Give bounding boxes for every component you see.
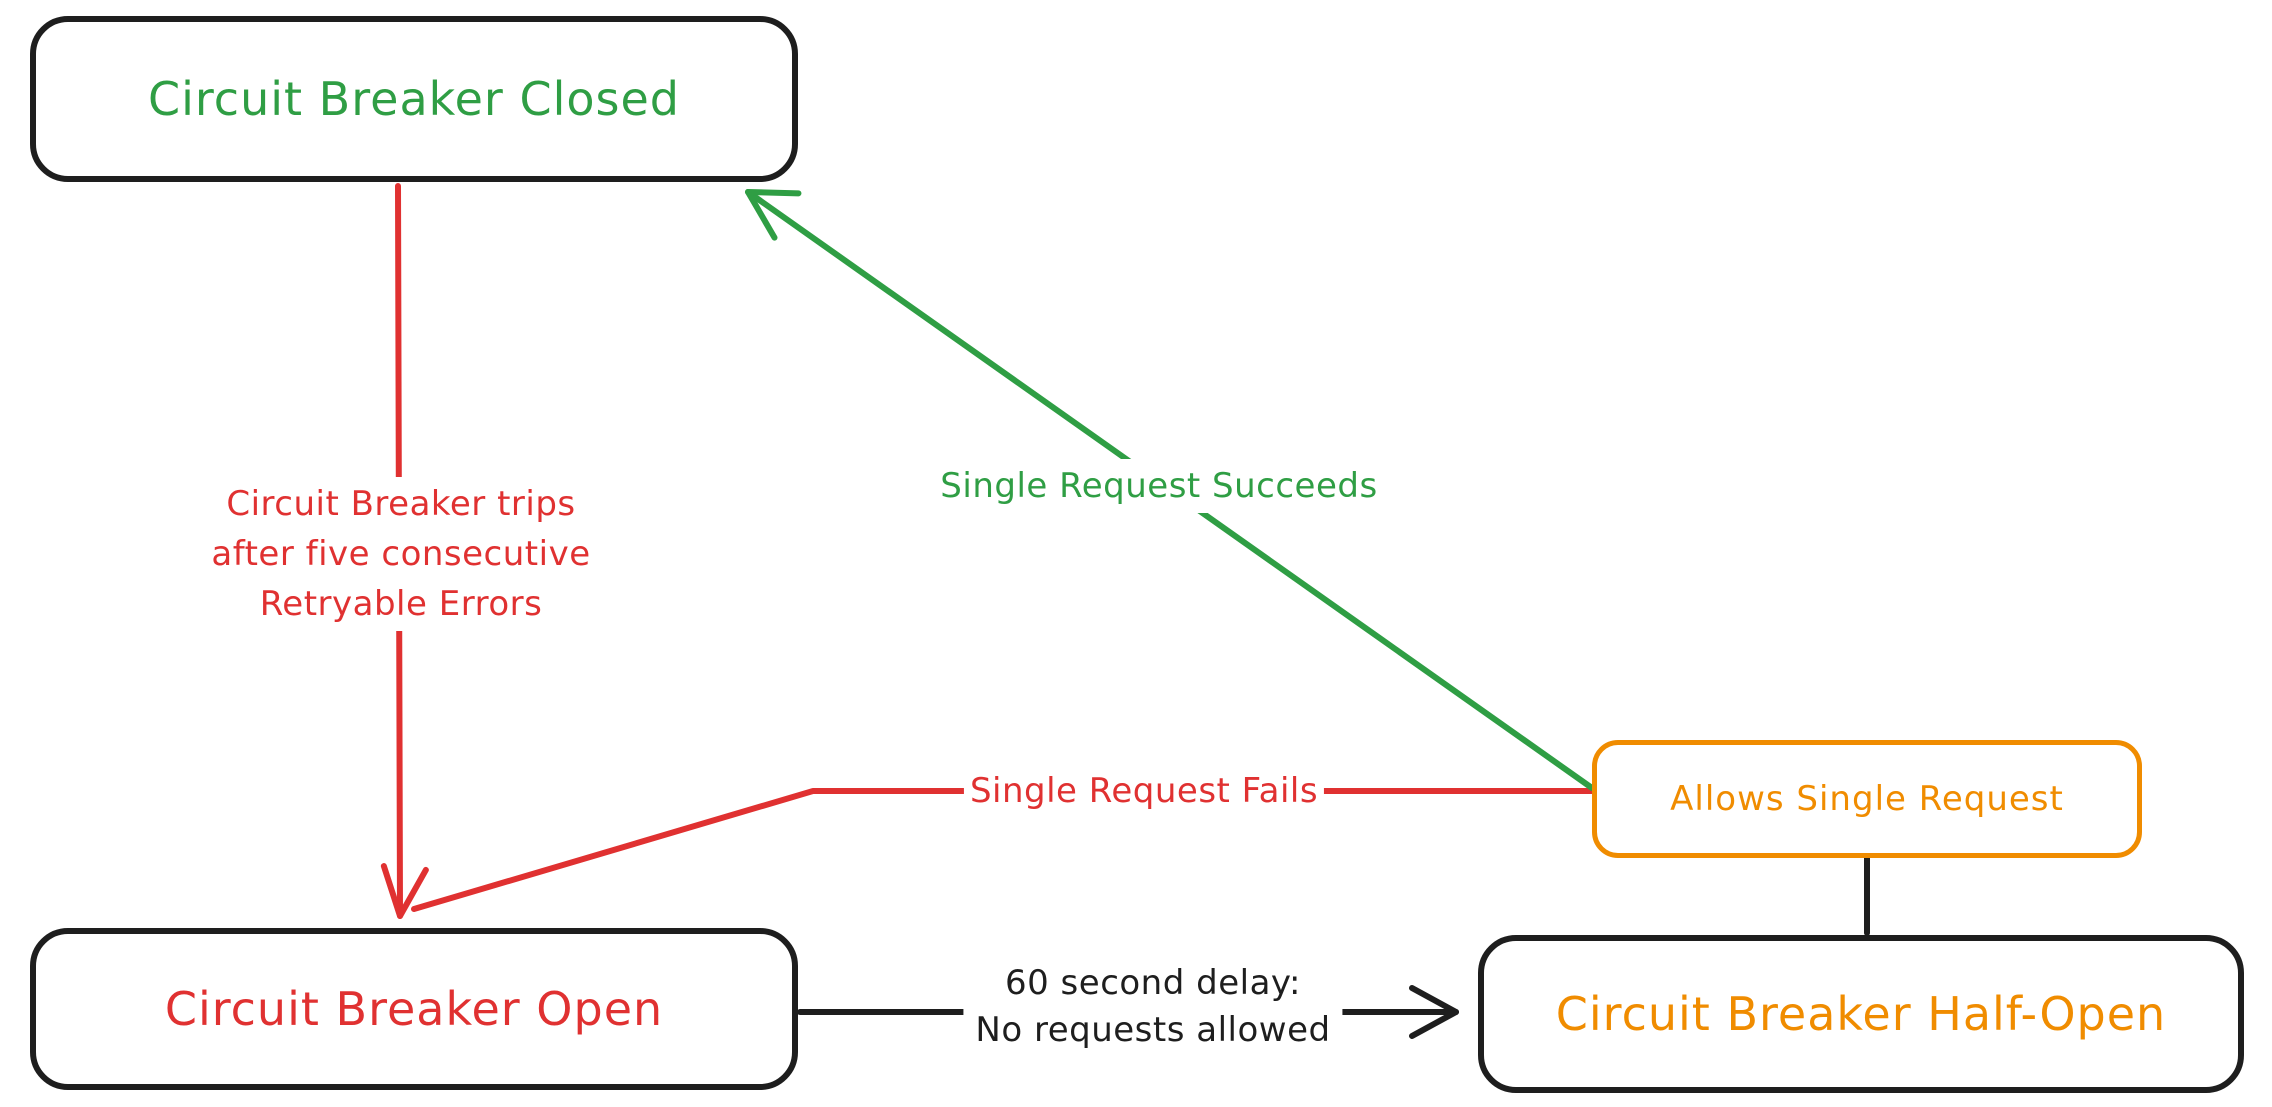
node-circuit-breaker-half-open: Circuit Breaker Half-Open xyxy=(1478,935,2244,1093)
node-label-allows-single-request: Allows Single Request xyxy=(1670,779,2064,819)
node-circuit-breaker-open: Circuit Breaker Open xyxy=(30,928,798,1090)
node-allows-single-request: Allows Single Request xyxy=(1592,740,2142,858)
edge-label-trip-line1: Circuit Breaker trips xyxy=(226,484,576,524)
node-circuit-breaker-closed: Circuit Breaker Closed xyxy=(30,16,798,182)
edge-label-single-request-fails: Single Request Fails xyxy=(963,766,1325,816)
edge-label-trip: Circuit Breaker trips after five consecu… xyxy=(199,477,603,631)
node-label-half-open: Circuit Breaker Half-Open xyxy=(1555,987,2167,1041)
node-label-closed: Circuit Breaker Closed xyxy=(148,72,680,126)
edge-label-trip-line2: after five consecutive xyxy=(211,534,591,574)
node-label-open: Circuit Breaker Open xyxy=(164,982,664,1036)
edge-label-delay: 60 second delay: No requests allowed xyxy=(963,958,1343,1056)
edge-label-delay-line2: No requests allowed xyxy=(975,1010,1331,1050)
edge-label-delay-line1: 60 second delay: xyxy=(1004,963,1302,1003)
edge-label-trip-line3: Retryable Errors xyxy=(259,584,543,624)
edge-single-request-fails-line xyxy=(411,788,1595,912)
edge-label-single-request-succeeds: Single Request Succeeds xyxy=(928,459,1390,513)
